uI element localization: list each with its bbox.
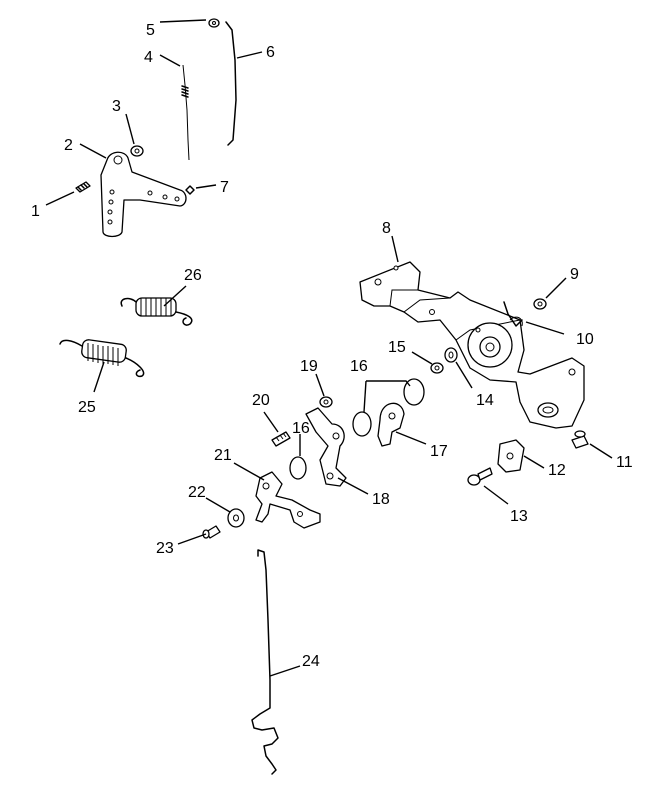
part-13-bolt bbox=[467, 467, 493, 486]
leader-lines bbox=[45, 19, 613, 677]
part-7-clip bbox=[185, 185, 195, 195]
part-10-spring-clip bbox=[503, 301, 523, 327]
callout-labels: 5 4 6 3 2 1 7 8 9 10 11 12 13 14 15 16 1… bbox=[31, 22, 633, 670]
callout-10: 10 bbox=[576, 331, 594, 348]
callout-20: 20 bbox=[252, 392, 270, 409]
part-18-governor-lever bbox=[305, 407, 347, 487]
part-9-nut bbox=[533, 298, 547, 310]
part-8-control-bracket bbox=[359, 261, 585, 429]
callout-8: 8 bbox=[382, 220, 391, 237]
part-2-throttle-lever bbox=[100, 151, 187, 238]
callout-4: 4 bbox=[144, 49, 153, 66]
part-11-bolt bbox=[571, 430, 589, 449]
part-14-washer bbox=[444, 347, 458, 363]
callout-23: 23 bbox=[156, 540, 174, 557]
part-16-disc-left bbox=[352, 411, 372, 437]
part-5-nut bbox=[208, 18, 220, 28]
part-25-spring bbox=[59, 339, 145, 378]
callout-2: 2 bbox=[64, 137, 73, 154]
callout-21: 21 bbox=[214, 447, 232, 464]
part-4-spring-rod bbox=[181, 64, 190, 161]
part-17-cam-lever bbox=[377, 402, 405, 447]
callout-16-upper: 16 bbox=[350, 358, 368, 375]
part-15-nut bbox=[430, 362, 444, 374]
part-22-washer bbox=[227, 508, 245, 528]
callout-24: 24 bbox=[302, 653, 320, 670]
part-20-bolt bbox=[271, 431, 291, 447]
callout-15: 15 bbox=[388, 339, 406, 356]
callout-7: 7 bbox=[220, 179, 229, 196]
callout-16-lower: 16 bbox=[292, 420, 310, 437]
part-21-bracket bbox=[255, 471, 321, 529]
part-26-spring bbox=[120, 297, 193, 326]
part-1-screw bbox=[75, 181, 91, 193]
part-12-clip-nut bbox=[497, 439, 525, 473]
callout-25: 25 bbox=[78, 399, 96, 416]
part-19-nut bbox=[319, 396, 333, 408]
callout-12: 12 bbox=[548, 462, 566, 479]
callout-11: 11 bbox=[616, 454, 633, 471]
callout-14: 14 bbox=[476, 392, 494, 409]
callout-19: 19 bbox=[300, 358, 318, 375]
part-3-nut bbox=[130, 145, 144, 157]
callout-22: 22 bbox=[188, 484, 206, 501]
callout-9: 9 bbox=[570, 266, 579, 283]
callout-6: 6 bbox=[266, 44, 275, 61]
part-23-screw bbox=[202, 525, 221, 539]
callout-18: 18 bbox=[372, 491, 390, 508]
part-6-control-rod bbox=[225, 21, 237, 146]
callout-3: 3 bbox=[112, 98, 121, 115]
callout-5: 5 bbox=[146, 22, 155, 39]
callout-26: 26 bbox=[184, 267, 202, 284]
part-16-disc-lower bbox=[289, 456, 307, 480]
callout-17: 17 bbox=[430, 443, 448, 460]
callout-13: 13 bbox=[510, 508, 528, 525]
callout-1: 1 bbox=[31, 203, 40, 220]
part-24-link-rod bbox=[251, 549, 279, 775]
